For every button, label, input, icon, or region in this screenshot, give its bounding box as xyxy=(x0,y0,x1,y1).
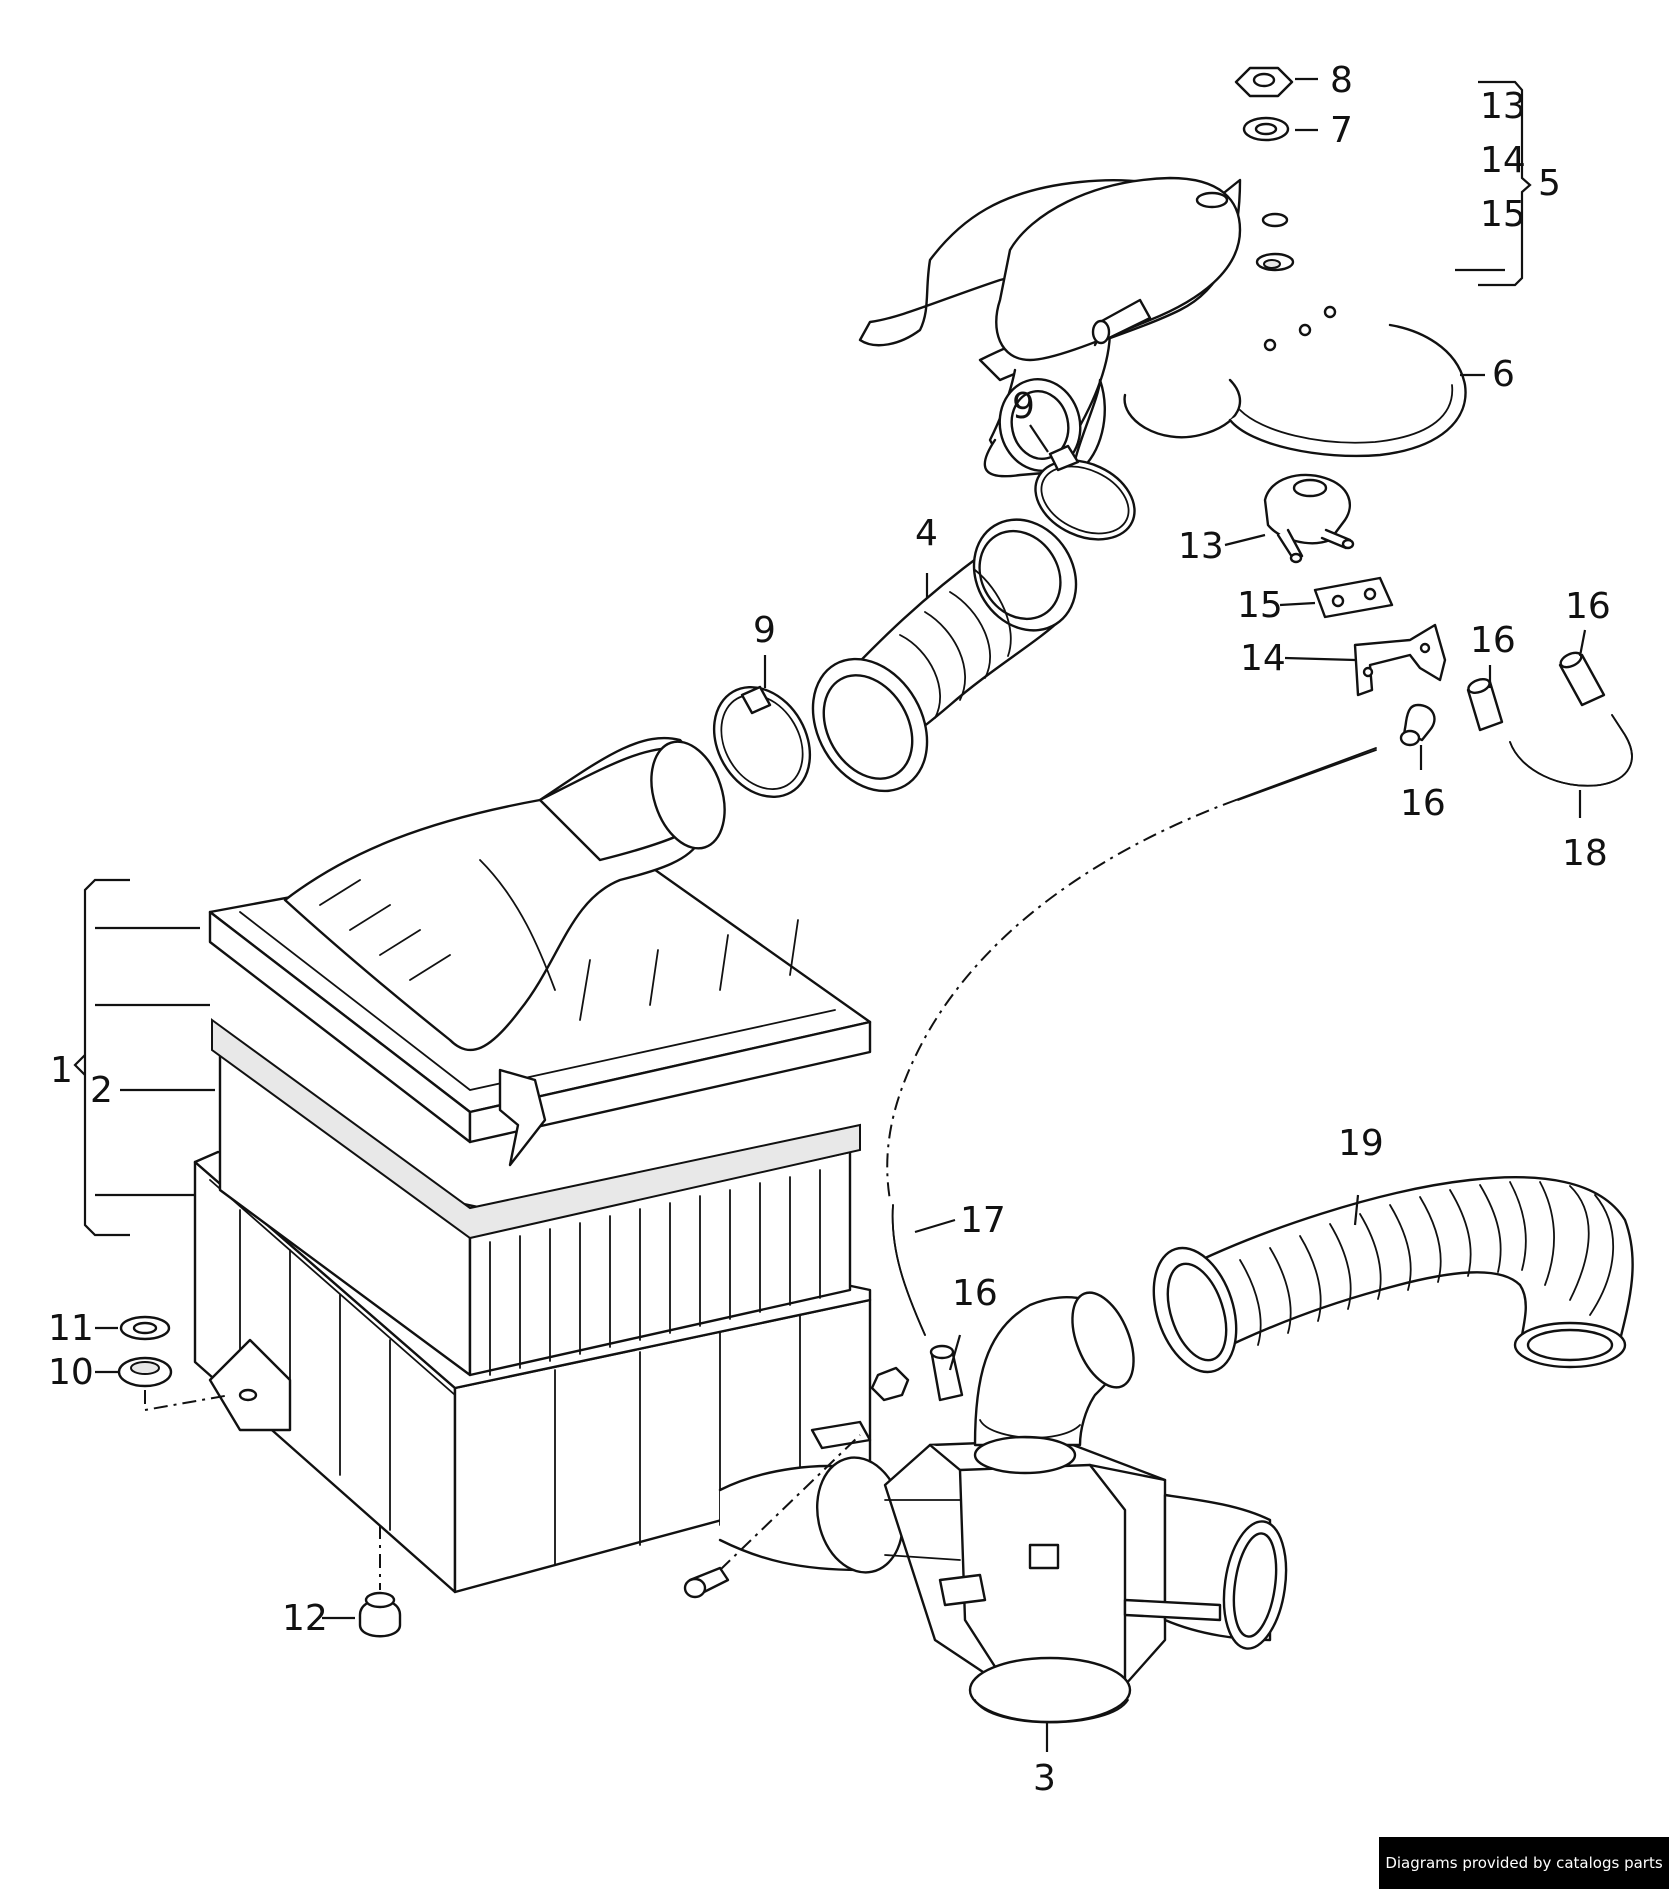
callout-15-group: 15 xyxy=(1480,194,1526,235)
valve-part-13 xyxy=(1263,473,1355,564)
airflow-meter-part-3 xyxy=(883,1291,1288,1724)
hose-piece-part-16d xyxy=(929,1344,964,1402)
corrugated-duct-part-19 xyxy=(1152,1176,1634,1374)
gasket-ring-part-6 xyxy=(1228,323,1467,458)
callout-1: 1 xyxy=(50,1050,73,1091)
vacuum-line xyxy=(886,747,1377,1201)
callout-14-group: 14 xyxy=(1480,140,1526,181)
nut xyxy=(870,1366,910,1402)
callout-7: 7 xyxy=(1330,110,1353,151)
callout-16-c: 16 xyxy=(1400,783,1446,824)
callout-2: 2 xyxy=(90,1070,113,1111)
callout-9-upper: 9 xyxy=(1012,386,1035,427)
callout-16-d: 16 xyxy=(952,1273,998,1314)
washer-part-11 xyxy=(119,1315,171,1341)
callout-8: 8 xyxy=(1330,60,1353,101)
callout-17: 17 xyxy=(960,1200,1006,1241)
callout-16-a: 16 xyxy=(1470,620,1516,661)
leader-lines xyxy=(95,77,1587,1752)
callouts: 8 7 13 14 15 5 6 9 4 9 13 15 14 16 16 16… xyxy=(48,60,1611,1799)
screw xyxy=(683,1434,861,1599)
hose-elbow-part-16a xyxy=(1399,703,1436,747)
grommet-part-10 xyxy=(117,1356,231,1412)
u-hose-part-18 xyxy=(1509,714,1633,787)
callout-9-lower: 9 xyxy=(753,610,776,651)
hose-clamp-part-9-upper xyxy=(1034,444,1136,541)
bracket-part-14 xyxy=(1353,623,1447,697)
hose-clamp-part-9-lower xyxy=(712,685,812,799)
callout-13: 13 xyxy=(1178,526,1224,567)
nut-part-8 xyxy=(1234,66,1294,98)
callout-5: 5 xyxy=(1538,163,1561,204)
air-filter-box-part-1 xyxy=(193,736,905,1594)
callout-14: 14 xyxy=(1240,638,1286,679)
callout-16-b: 16 xyxy=(1565,586,1611,627)
callout-4: 4 xyxy=(915,513,938,554)
intake-housing-part-5 xyxy=(858,176,1337,478)
hose-piece-part-16b xyxy=(1466,678,1504,732)
washer-part-7 xyxy=(1242,116,1290,142)
gasket-plate-part-15 xyxy=(1313,576,1394,619)
bracket-part-1 xyxy=(73,878,215,1237)
callout-10: 10 xyxy=(48,1352,94,1393)
callout-13-group: 13 xyxy=(1480,86,1526,127)
callout-18: 18 xyxy=(1562,833,1608,874)
intake-hose-part-4 xyxy=(811,518,1078,793)
callout-6: 6 xyxy=(1492,354,1515,395)
callout-12: 12 xyxy=(282,1598,328,1639)
hose-piece-part-16c xyxy=(1558,651,1606,707)
rubber-foot-part-12 xyxy=(358,1525,402,1638)
watermark-credit: Diagrams provided by catalogs parts xyxy=(1379,1837,1669,1889)
tube-part-17 xyxy=(891,1204,926,1336)
callout-3: 3 xyxy=(1033,1758,1056,1799)
callout-19: 19 xyxy=(1338,1123,1384,1164)
callout-15: 15 xyxy=(1237,585,1283,626)
callout-11: 11 xyxy=(48,1308,94,1349)
